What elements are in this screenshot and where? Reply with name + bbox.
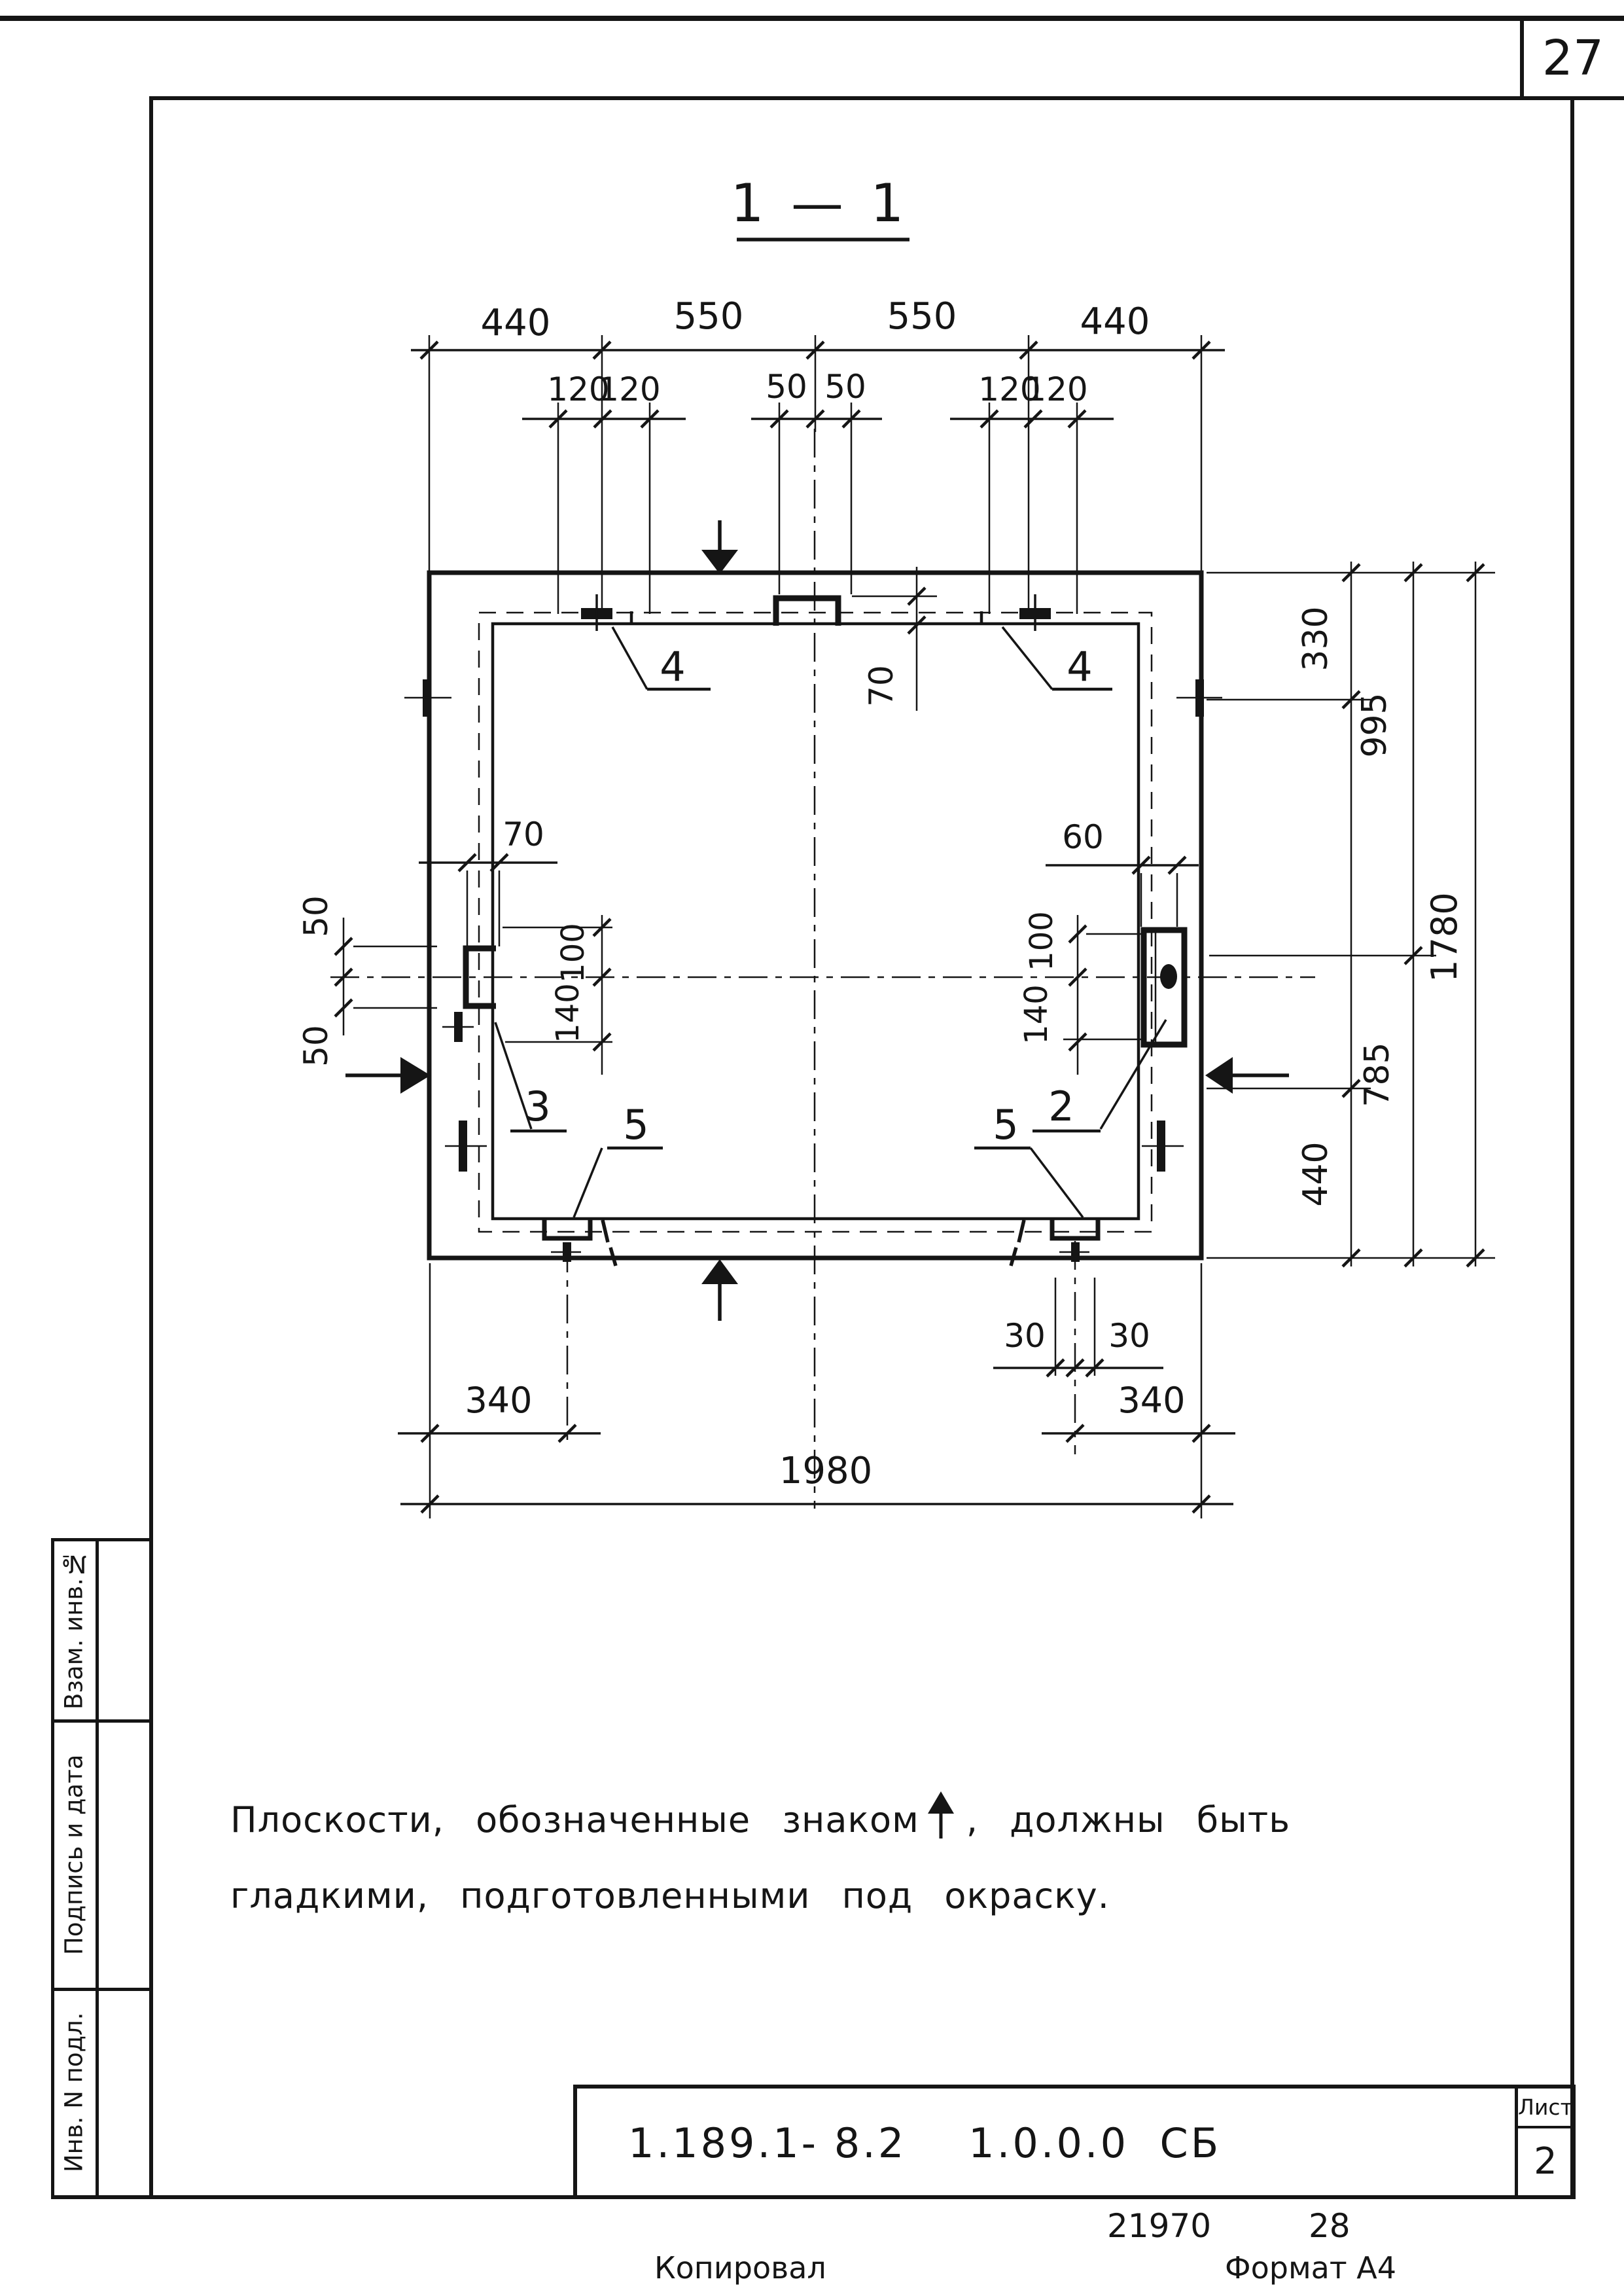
frame-right (1570, 96, 1574, 2199)
order-number-1: 21970 (1107, 2207, 1212, 2245)
dim-right-995: 995 (1355, 692, 1394, 757)
bottom-dimensions: 30 30 340 340 1980 (398, 1263, 1235, 1518)
right-dimensions: 330 995 785 440 1780 (1207, 562, 1495, 1268)
callout-4-right: 4 (1001, 626, 1112, 691)
dim-bottom-30-right: 30 (1108, 1317, 1150, 1355)
dim-left-50-upper: 50 (297, 895, 335, 937)
callout-4-right-label: 4 (1067, 643, 1092, 691)
top-anchors (581, 594, 1051, 631)
dim-top-440-right: 440 (1080, 300, 1150, 343)
dim-sub-120-c: 120 (978, 370, 1040, 408)
top-dimensions: 440 550 550 440 120 120 50 50 120 120 (411, 295, 1225, 614)
surface-arrow-top (701, 520, 738, 574)
dim-right-140: 140 (1018, 984, 1055, 1045)
page-top-rule (0, 16, 1624, 21)
surface-note: Плоскости, обозначенные знаком , должны … (230, 1782, 1513, 1933)
dim-right-785: 785 (1358, 1042, 1397, 1107)
dim-bottom-340-right: 340 (1118, 1380, 1185, 1421)
sidebar-left-edge (51, 1538, 54, 2199)
dim-top-550-right: 550 (887, 295, 957, 338)
callout-4-left: 4 (611, 626, 711, 691)
bottom-hooks (542, 1219, 1101, 1266)
note-line1-before: Плоскости, обозначенные знаком (230, 1799, 919, 1840)
note-line1-after: , должны быть (966, 1799, 1291, 1840)
callout-5-left: 5 (573, 1101, 663, 1218)
frame-left (149, 96, 153, 2199)
note-line2-text: гладкими, подготовленными под окраску. (230, 1874, 1110, 1916)
dim-left-100: 100 (555, 923, 591, 983)
dim-sub-120-d: 120 (1025, 370, 1087, 408)
callout-2: 2 (1033, 1019, 1167, 1133)
callout-2-label: 2 (1048, 1083, 1074, 1130)
sidebar-divider-1 (51, 1719, 153, 1723)
callout-5-right: 5 (974, 1101, 1084, 1219)
dim-sub-120-b: 120 (598, 370, 660, 408)
corner-sheet-number: 27 (1542, 29, 1604, 86)
callout-4-left-label: 4 (660, 643, 685, 691)
dim-right-1780: 1780 (1424, 892, 1465, 982)
callout-3: 3 (494, 1022, 567, 1133)
corner-box-divider (1520, 18, 1524, 98)
surface-mark-icon (927, 1791, 954, 1839)
left-bracket-detail: 70 50 50 100 140 (297, 816, 612, 1075)
dim-top-440-left: 440 (481, 302, 551, 344)
dim-bottom-340-left: 340 (465, 1380, 532, 1421)
wall-anchors (404, 679, 1222, 1172)
dim-notch-70: 70 (862, 665, 900, 707)
surface-arrow-left (345, 1057, 431, 1094)
dim-sub-120-a: 120 (547, 370, 609, 408)
dim-sub-50-b: 50 (824, 368, 866, 406)
stamp-divider (1515, 2085, 1518, 2199)
sidebar-top-edge (51, 1538, 153, 1541)
surface-arrow-right (1205, 1057, 1289, 1094)
copied-label: Копировал (654, 2250, 826, 2286)
callout-5-right-label: 5 (993, 1101, 1018, 1149)
document-number: 1.189.1- 8.2 1.0.0.0 СБ (628, 2119, 1222, 2167)
sheet-number: 2 (1534, 2140, 1557, 2183)
dim-left-140: 140 (550, 983, 586, 1043)
sidebar-column-divider (96, 1538, 99, 2199)
note-line-1: Плоскости, обозначенные знаком , должны … (230, 1782, 1513, 1857)
dim-left-70: 70 (503, 816, 544, 853)
order-number-2: 28 (1309, 2207, 1350, 2245)
format-label: Формат А4 (1225, 2250, 1396, 2286)
dim-right-100: 100 (1023, 911, 1060, 971)
stamp-sheet-divider (1515, 2126, 1576, 2128)
title-block (573, 2085, 1576, 2199)
dim-sub-50-a: 50 (766, 368, 807, 406)
dashed-line-steps (629, 611, 983, 625)
view-title: 1 — 1 (731, 173, 909, 234)
dim-right-60: 60 (1062, 818, 1104, 856)
top-notch (773, 595, 841, 626)
dim-top-550-left: 550 (674, 295, 744, 338)
note-line-2: гладкими, подготовленными под окраску. (230, 1857, 1513, 1933)
notch-depth-dimension: 70 (852, 567, 937, 711)
dim-right-440: 440 (1296, 1141, 1335, 1206)
frame-top (149, 96, 1624, 100)
dim-bottom-30-left: 30 (1004, 1317, 1046, 1355)
dim-right-330: 330 (1296, 606, 1335, 671)
sidebar-divider-2 (51, 1988, 153, 1991)
right-bracket-detail: 60 100 140 (1018, 818, 1199, 1075)
callout-5-left-label: 5 (623, 1101, 648, 1149)
sheet-label: Лист (1518, 2094, 1573, 2120)
surface-arrow-bottom (701, 1259, 738, 1321)
dim-bottom-1980: 1980 (779, 1450, 873, 1492)
dim-left-50-lower: 50 (297, 1025, 335, 1067)
